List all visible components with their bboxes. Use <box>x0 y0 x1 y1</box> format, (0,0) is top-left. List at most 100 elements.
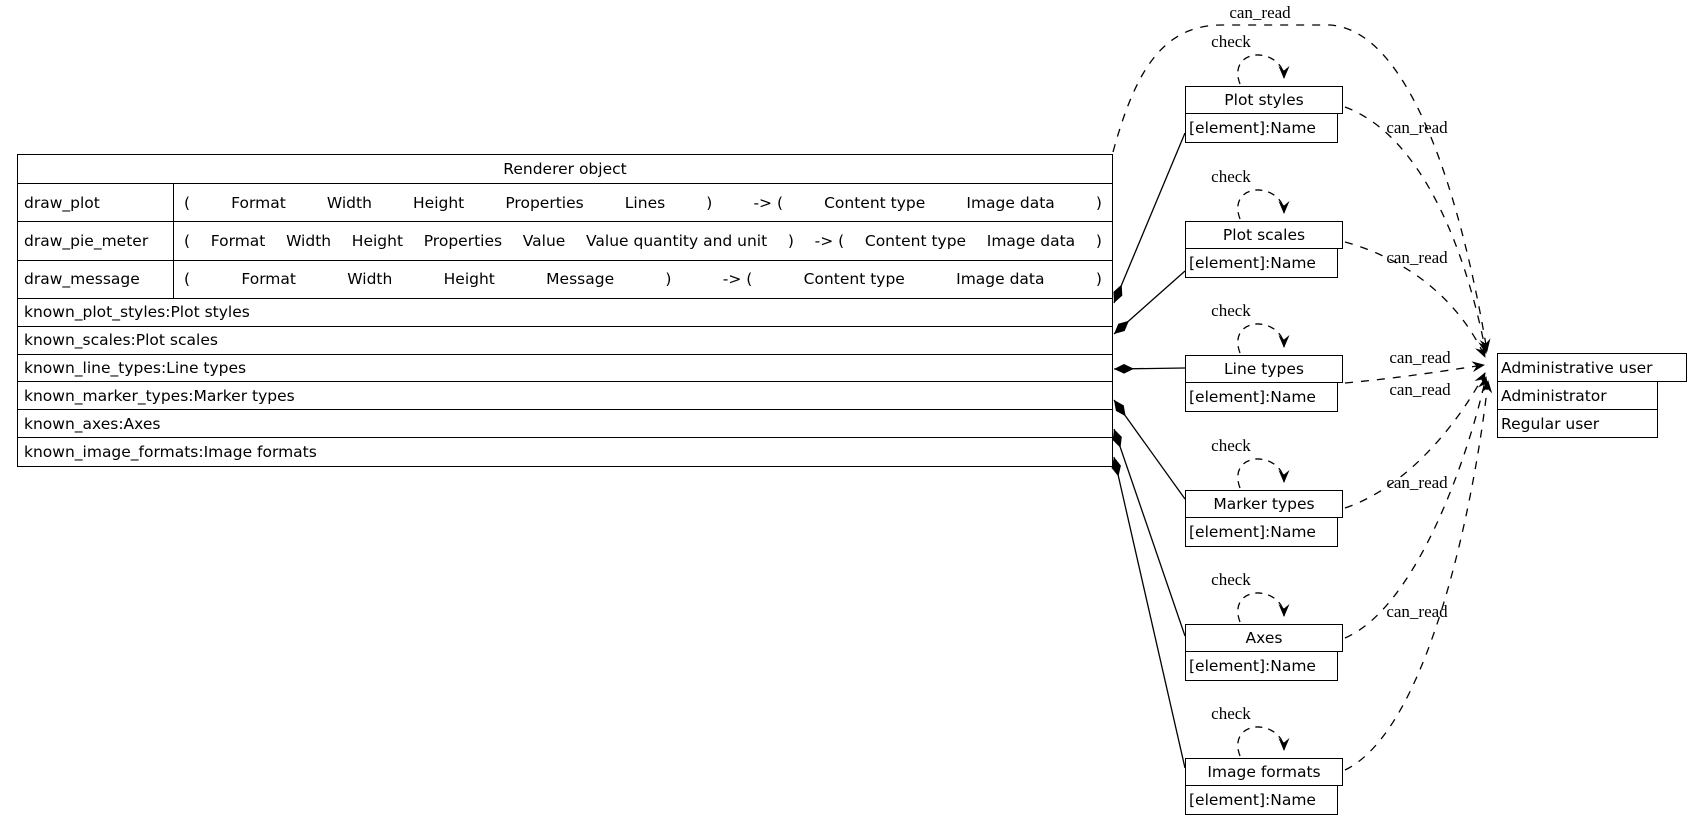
composition-edges <box>1111 132 1186 769</box>
renderer-object-table: Renderer object draw_plot ( Format Width… <box>17 154 1113 467</box>
edge-label-check: check <box>1211 704 1251 723</box>
renderer-table-title: Renderer object <box>18 155 1112 184</box>
element-box-title: Plot scales <box>1185 221 1343 249</box>
method-signature: ( Format Width Height Message ) -> ( Con… <box>174 261 1112 298</box>
signature-token: ( <box>184 231 191 250</box>
element-box-plot-scales: Plot scales [element]:Name <box>1185 221 1343 278</box>
check-loop-axes <box>1237 592 1290 623</box>
signature-token: Height <box>351 231 404 250</box>
signature-token: ) <box>787 231 794 250</box>
composition-edge-line-types <box>1113 364 1186 374</box>
element-box-member: [element]:Name <box>1185 652 1338 681</box>
signature-token: Image data <box>956 270 1045 289</box>
element-box-plot-styles: Plot styles [element]:Name <box>1185 86 1343 143</box>
can-read-edge-marker-types <box>1344 372 1486 509</box>
signature-token: -> ( <box>722 270 753 289</box>
signature-token: Properties <box>505 193 584 212</box>
signature-token: ) <box>1095 231 1102 250</box>
method-row-draw-pie-meter: draw_pie_meter ( Format Width Height Pro… <box>18 222 1112 261</box>
signature-token: Content type <box>864 231 967 250</box>
element-box-title: Axes <box>1185 624 1343 652</box>
method-name: draw_message <box>18 260 174 298</box>
composition-edge-axes <box>1112 428 1186 637</box>
can-read-edge-plot-styles <box>1344 106 1490 354</box>
signature-token: Value <box>522 231 566 250</box>
element-box-member: [element]:Name <box>1185 786 1338 815</box>
check-loops <box>1237 54 1290 757</box>
check-loop-plot-scales <box>1237 189 1290 220</box>
element-box-member: [element]:Name <box>1185 383 1338 412</box>
method-signature: ( Format Width Height Properties Lines )… <box>174 184 1112 221</box>
element-box-title: Marker types <box>1185 490 1343 518</box>
element-box-member: [element]:Name <box>1185 518 1338 547</box>
attribute-row-known-scales: known_scales:Plot scales <box>18 327 1112 355</box>
signature-token: Format <box>231 193 286 212</box>
signature-token: ) <box>706 193 713 212</box>
attribute-row-known-line-types: known_line_types:Line types <box>18 355 1112 383</box>
edge-label-can-read: can_read <box>1386 473 1448 492</box>
can-read-edge-plot-scales <box>1344 241 1486 358</box>
check-loop-line-types <box>1237 323 1290 354</box>
element-box-member: [element]:Name <box>1185 249 1338 278</box>
signature-token: Format <box>210 231 266 250</box>
can-read-edge-line-types <box>1344 361 1485 384</box>
edge-label-can-read: can_read <box>1389 380 1451 399</box>
method-row-draw-plot: draw_plot ( Format Width Height Properti… <box>18 183 1112 223</box>
user-row: Administrator <box>1497 382 1658 410</box>
check-loop-image-formats <box>1237 726 1290 757</box>
signature-token: Width <box>286 231 332 250</box>
signature-token: Content type <box>803 270 905 289</box>
check-loop-marker-types <box>1237 458 1290 489</box>
element-box-title: Line types <box>1185 355 1343 383</box>
element-box-marker-types: Marker types [element]:Name <box>1185 490 1343 547</box>
signature-token: ) <box>665 270 672 289</box>
check-loop-plot-styles <box>1237 54 1290 85</box>
signature-token: ( <box>184 193 191 212</box>
element-box-axes: Axes [element]:Name <box>1185 624 1343 681</box>
user-box-title: Administrative user <box>1497 353 1687 382</box>
user-row: Regular user <box>1497 410 1658 438</box>
signature-token: Height <box>443 270 495 289</box>
signature-token: ( <box>184 270 191 289</box>
can-read-edges <box>1112 24 1493 771</box>
signature-token: Content type <box>824 193 926 212</box>
signature-token: Value quantity and unit <box>586 231 768 250</box>
method-name: draw_plot <box>18 183 174 222</box>
attribute-row-known-image-formats: known_image_formats:Image formats <box>24 443 317 462</box>
attribute-row-known-marker-types: known_marker_types:Marker types <box>18 382 1112 411</box>
attribute-row-known-axes: known_axes:Axes <box>18 410 1112 439</box>
composition-edge-plot-styles <box>1113 132 1186 304</box>
signature-token: Width <box>326 193 372 212</box>
element-box-line-types: Line types [element]:Name <box>1185 355 1343 412</box>
attribute-row-known-plot-styles: known_plot_styles:Plot styles <box>18 299 1112 327</box>
edge-label-can-read: can_read <box>1386 118 1448 137</box>
signature-token: Image data <box>986 231 1076 250</box>
can-read-edge-axes <box>1344 376 1489 639</box>
edge-label-check: check <box>1211 167 1251 186</box>
composition-edge-marker-types <box>1113 399 1186 500</box>
method-row-draw-message: draw_message ( Format Width Height Messa… <box>18 260 1112 299</box>
edge-label-check: check <box>1211 301 1251 320</box>
signature-token: ) <box>1095 193 1102 212</box>
element-box-title: Image formats <box>1185 758 1343 786</box>
composition-edge-image-formats <box>1111 456 1186 769</box>
method-name: draw_pie_meter <box>18 222 174 260</box>
signature-token: Format <box>241 270 296 289</box>
signature-token: Properties <box>423 231 503 250</box>
signature-token: Width <box>347 270 393 289</box>
signature-token: ) <box>1095 270 1102 289</box>
edge-label-check: check <box>1211 32 1251 51</box>
signature-token: Height <box>413 193 465 212</box>
can-read-edge-renderer <box>1112 24 1491 352</box>
element-box-image-formats: Image formats [element]:Name <box>1185 758 1343 815</box>
method-signature: ( Format Width Height Properties Value V… <box>174 222 1112 259</box>
signature-token: -> ( <box>814 231 845 250</box>
signature-token: Message <box>546 270 615 289</box>
edge-label-can-read: can_read <box>1389 348 1451 367</box>
element-box-member: [element]:Name <box>1185 114 1338 143</box>
signature-token: Lines <box>624 193 666 212</box>
edge-label-can-read: can_read <box>1386 602 1448 621</box>
edge-label-can-read: can_read <box>1229 3 1291 22</box>
